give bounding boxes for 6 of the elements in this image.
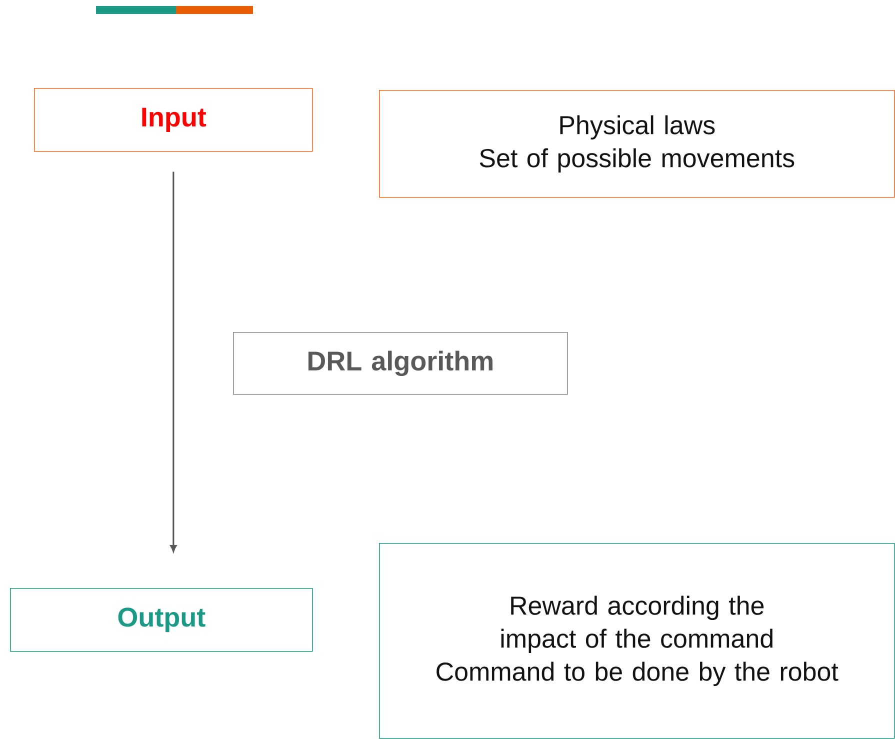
- output-box: Output: [10, 588, 313, 652]
- text-box: Reward according the impact of the command Command to be done by the robot: [379, 543, 895, 739]
- input-box: Input: [34, 88, 313, 152]
- process-box: DRL algorithm: [233, 332, 568, 395]
- text-box: Physical laws Set of possible movements: [379, 90, 895, 198]
- arrow: [170, 172, 177, 552]
